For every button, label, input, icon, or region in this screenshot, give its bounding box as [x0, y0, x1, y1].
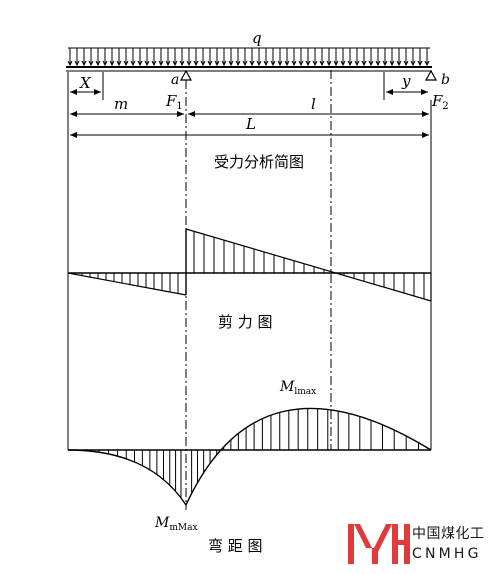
load-label-q: q: [252, 29, 262, 47]
reference-lines: [67, 70, 432, 510]
shear-left-segment: [67, 272, 187, 296]
support-b: [424, 69, 438, 81]
shear-diagram-title: 剪 力 图: [218, 313, 273, 331]
force-diagram-title: 受力分析简图: [214, 153, 304, 171]
force-diagram: q X y a b F1 F2: [66, 29, 450, 171]
support-label-a: a: [171, 72, 179, 88]
dim-label-y: y: [401, 72, 411, 90]
moment-diagram-title: 弯 距 图: [208, 537, 263, 555]
support-label-b: b: [441, 72, 450, 88]
moment-hatching: [98, 408, 419, 498]
shear-right-segment: [185, 228, 432, 302]
shear-hatching: [73, 231, 425, 299]
support-a: [179, 69, 193, 81]
dim-label-big-l: L: [245, 115, 256, 133]
load-arrows: [67, 48, 430, 67]
moment-sagging-curve: [185, 407, 432, 506]
moment-diagram: Mlmax MmMax 弯 距 图: [67, 379, 432, 555]
watermark-text-cn: 中国煤化工: [412, 526, 485, 542]
dim-label-x: X: [79, 74, 92, 92]
reaction-label-f1: F1: [165, 92, 183, 112]
moment-label-mmax: MmMax: [154, 515, 198, 533]
watermark-text-en: CNMHG: [412, 546, 482, 562]
shear-diagram: 剪 力 图: [67, 228, 432, 331]
reaction-label-f2: F2: [431, 92, 449, 112]
distributed-load-q: [67, 47, 430, 67]
moment-hogging-left-curve: [67, 449, 187, 506]
watermark-logo: [348, 524, 410, 564]
beam: [66, 66, 432, 72]
dim-label-l: l: [311, 95, 316, 113]
dim-label-m: m: [114, 95, 128, 113]
moment-label-lmax: Mlmax: [279, 379, 316, 397]
